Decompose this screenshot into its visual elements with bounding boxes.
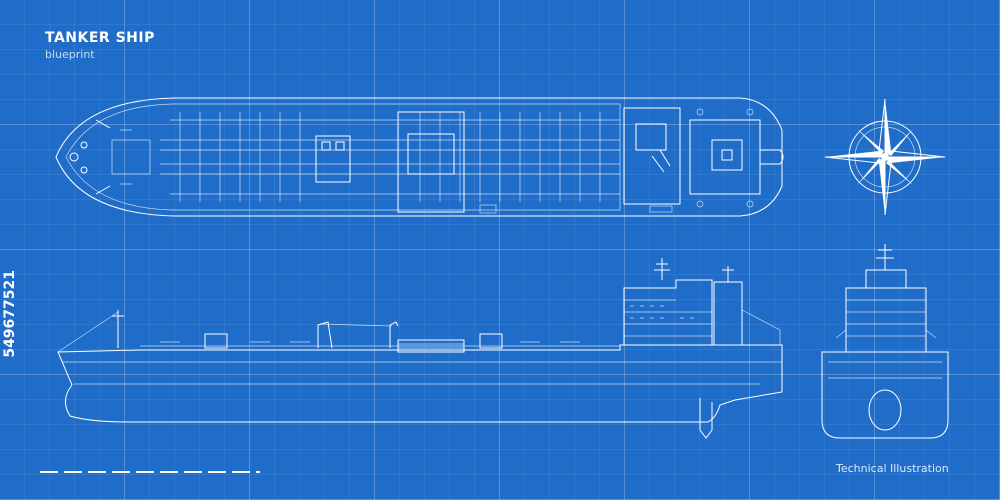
aft-superstructure-side (623, 258, 781, 439)
manifold-block (315, 135, 351, 183)
page-title: TANKER SHIP (45, 30, 155, 46)
deck-pump-house (204, 333, 228, 349)
front-view (821, 244, 949, 439)
aft-superstructure-top (623, 107, 784, 213)
compass-rose-icon (824, 98, 946, 216)
side-view (57, 258, 783, 439)
cargo-deck-frames (160, 112, 620, 202)
stock-id-watermark: 549677521 (2, 270, 18, 358)
midship-deckhouse (397, 111, 465, 213)
footer-caption: Technical Illustration (836, 462, 949, 475)
page-subtitle: blueprint (45, 48, 95, 61)
bow-features (69, 119, 151, 195)
top-view (55, 97, 784, 217)
